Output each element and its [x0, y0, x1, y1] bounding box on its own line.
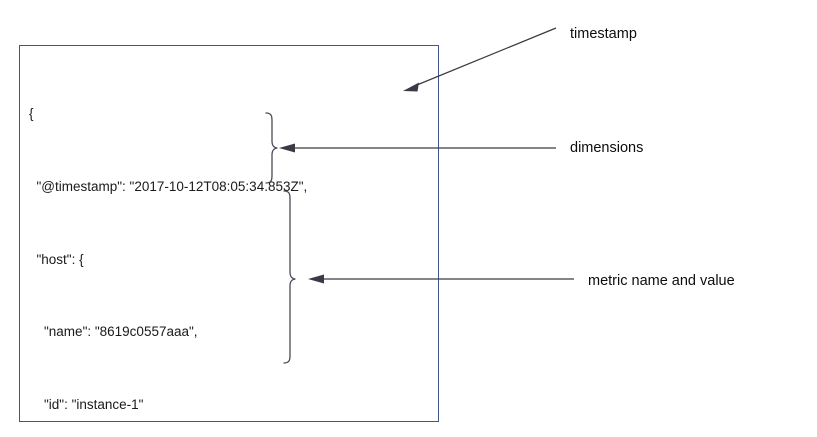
callout-label-metric: metric name and value [588, 273, 735, 289]
json-line-2: "host": { [29, 251, 84, 267]
json-document-panel: { "@timestamp": "2017-10-12T08:05:34.853… [19, 45, 439, 422]
json-line-4: "id": "instance-1" [29, 396, 144, 412]
callout-label-timestamp: timestamp [570, 26, 637, 42]
json-line-0: { [29, 106, 34, 122]
json-code-block: { "@timestamp": "2017-10-12T08:05:34.853… [29, 54, 429, 437]
callout-label-dimensions: dimensions [570, 140, 644, 156]
json-line-1: "@timestamp": "2017-10-12T08:05:34.853Z"… [29, 179, 308, 194]
json-line-3: "name": "8619c0557aaa", [29, 324, 198, 340]
